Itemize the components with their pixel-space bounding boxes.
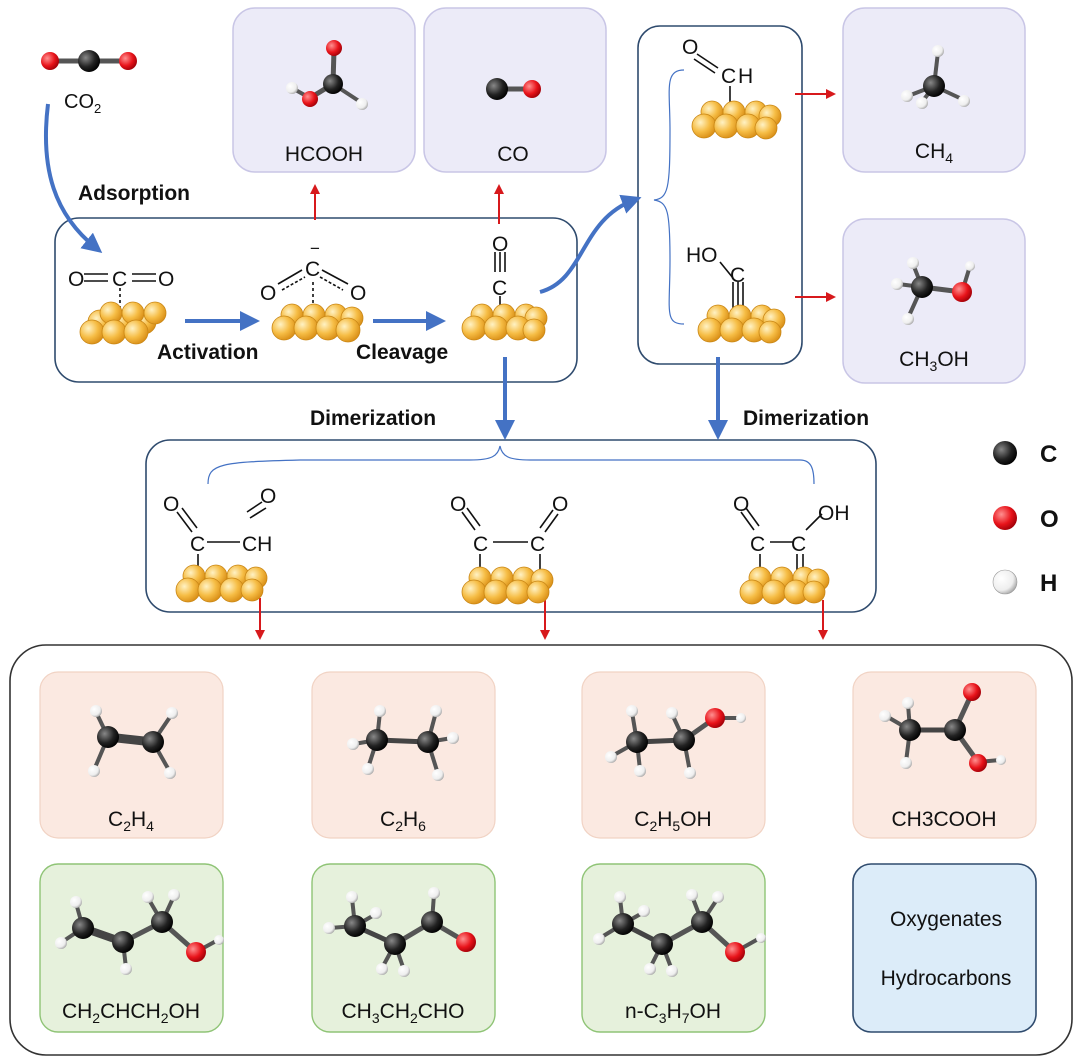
legend-o-label: O — [1040, 506, 1059, 533]
dimerization-left-label: Dimerization — [310, 407, 436, 430]
co2-molecule — [41, 50, 137, 72]
gold-surface-adsorbed — [79, 301, 167, 345]
co-molecule — [486, 78, 541, 100]
dimer3-c-left: C — [750, 533, 765, 556]
gold-surface-coh — [697, 304, 786, 344]
dimer2-o-right: O — [552, 493, 568, 516]
dimerization-right-label: Dimerization — [743, 407, 869, 430]
box-ch3cooh — [852, 671, 1037, 839]
nc3h7oh-label: n-C3H7OH — [625, 1000, 721, 1026]
box-dimer-intermediates — [145, 439, 877, 613]
dimer3-c-right: C — [791, 533, 806, 556]
ch3ch2cho-label: CH3CH2CHO — [342, 1000, 465, 1026]
hcooh-molecule — [286, 40, 368, 110]
legend-oxygen-atom — [993, 506, 1017, 530]
activated-co2-o-left: O — [260, 282, 276, 305]
adsorbed-co-c: C — [492, 277, 507, 300]
c2h5oh-label: C2H5OH — [634, 808, 711, 834]
brace-right-intermediates — [653, 69, 685, 325]
hcooh-label: HCOOH — [285, 143, 363, 166]
c2h5oh-molecule — [605, 705, 746, 779]
c2h6-label: C2H6 — [380, 808, 426, 834]
adsorbed-co2-o-right: O — [158, 268, 174, 291]
legend-h-label: H — [1040, 570, 1057, 597]
brace-dimer — [207, 445, 815, 485]
cho-h: H — [738, 65, 753, 88]
gold-surface-dimer1 — [175, 564, 268, 603]
dimer-ococ-structure — [461, 507, 559, 576]
activation-label: Activation — [157, 341, 259, 364]
box-ch3oh — [842, 218, 1026, 384]
c2h4-molecule — [88, 705, 178, 779]
activated-co2-minus: − — [310, 239, 320, 258]
ch3cooh-label: CH3COOH — [891, 808, 996, 831]
box-category-legend — [852, 863, 1037, 1033]
adsorbed-co2-c: C — [112, 268, 127, 291]
ch2chch2oh-label: CH2CHCH2OH — [62, 1000, 200, 1026]
adsorbed-co2-o-left: O — [68, 268, 84, 291]
c2h6-molecule — [347, 705, 459, 781]
activated-co2-c: C — [305, 258, 320, 281]
legend-c-label: C — [1040, 441, 1057, 468]
cho-o: O — [682, 36, 698, 59]
activated-co2-structure — [277, 269, 349, 308]
ch2chch2oh-molecule — [55, 889, 224, 975]
dimer3-o-left: O — [733, 493, 749, 516]
dimer1-o-right: O — [260, 485, 276, 508]
coh-ho: HO — [686, 244, 718, 267]
co2-label: CO2 — [64, 91, 101, 116]
arrow-to-intermediates — [539, 194, 642, 294]
dimer-ocCHO-structure — [176, 501, 267, 574]
ch3oh-label: CH3OH — [899, 348, 969, 374]
arrow-adsorption — [43, 103, 103, 254]
ch3oh-molecule — [891, 257, 975, 325]
gold-surface-dimer2 — [461, 566, 554, 605]
legend-carbon-atom — [993, 441, 1017, 465]
oxygenates-label: Oxygenates — [890, 908, 1002, 931]
dimer1-ch: CH — [242, 533, 272, 556]
dimer2-o-left: O — [450, 493, 466, 516]
dimer1-c-left: C — [190, 533, 205, 556]
adsorption-label: Adsorption — [78, 182, 190, 205]
dimer1-o-left: O — [163, 493, 179, 516]
dimer2-c-right: C — [530, 533, 545, 556]
ch3cooh-molecule — [879, 683, 1006, 772]
ch4-molecule — [901, 45, 970, 109]
box-c2h6 — [311, 671, 496, 839]
c2h4-label: C2H4 — [108, 808, 154, 834]
dimer2-c-left: C — [473, 533, 488, 556]
adsorbed-co-o: O — [492, 233, 508, 256]
coh-c: C — [730, 264, 745, 287]
ch3ch2cho-molecule — [323, 887, 476, 977]
box-products — [9, 644, 1073, 1056]
gold-surface-cho — [691, 100, 782, 140]
legend-hydrogen-atom — [992, 569, 1018, 595]
cho-c: C — [721, 65, 736, 88]
hydrocarbons-label: Hydrocarbons — [881, 967, 1012, 990]
box-nc3h7oh — [581, 863, 766, 1033]
gold-surface-dimer3 — [739, 566, 830, 605]
dimer3-oh: OH — [818, 502, 850, 525]
gold-surface-activated — [271, 303, 364, 343]
gold-surface-co — [461, 303, 548, 342]
activated-co2-o-right: O — [350, 282, 366, 305]
co-label: CO — [497, 143, 529, 166]
cleavage-label: Cleavage — [356, 341, 448, 364]
adsorbed-co2-structure — [84, 273, 156, 314]
nc3h7oh-molecule — [593, 889, 766, 977]
ch4-label: CH4 — [915, 140, 953, 166]
